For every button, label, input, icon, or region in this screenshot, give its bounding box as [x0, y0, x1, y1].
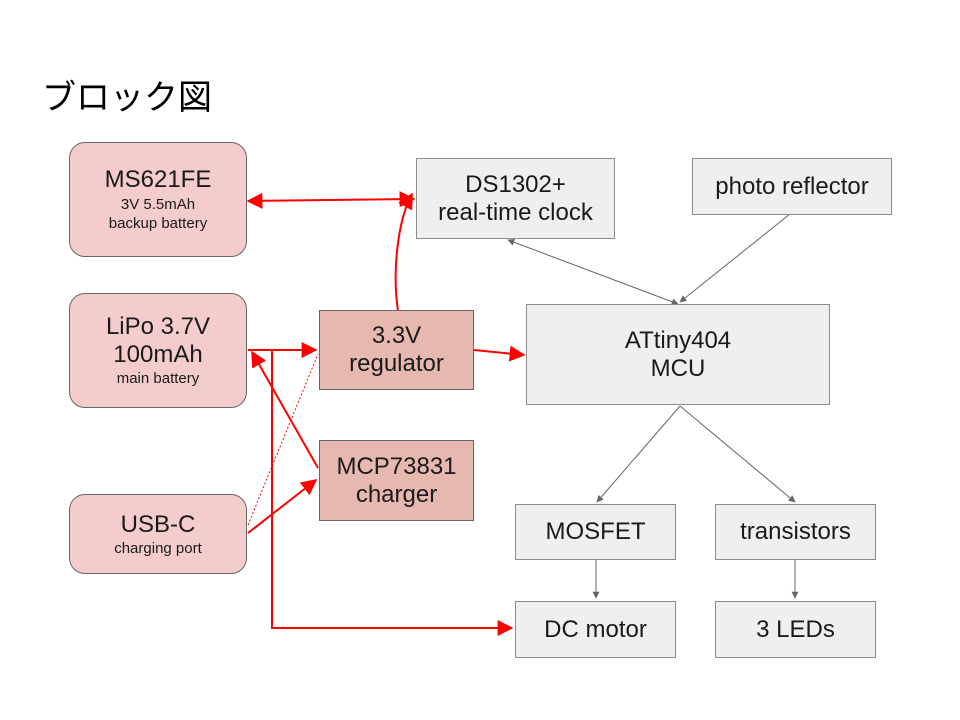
- node-rtc: DS1302+ real-time clock: [416, 158, 615, 239]
- wire-backup-rtc: [246, 191, 416, 209]
- node-label: DS1302+: [465, 170, 566, 198]
- node-mcu: ATtiny404 MCU: [526, 304, 830, 405]
- node-label: regulator: [349, 350, 444, 377]
- wire-photo-mcu: [679, 213, 791, 303]
- node-label: USB-C: [120, 510, 196, 538]
- node-label: photo reflector: [715, 172, 869, 200]
- node-regulator: 3.3V regulator: [319, 310, 474, 390]
- node-usb-c-port: USB-C charging port: [69, 494, 247, 574]
- node-label: MCP73831: [336, 452, 457, 480]
- node-label: 3 LEDs: [756, 615, 835, 643]
- node-label: real-time clock: [438, 198, 593, 226]
- node-sublabel: charging port: [114, 540, 202, 558]
- node-label: LiPo 3.7V: [105, 313, 211, 341]
- node-transistors: transistors: [715, 504, 876, 560]
- node-mosfet: MOSFET: [515, 504, 676, 560]
- node-photo-reflector: photo reflector: [692, 158, 892, 215]
- node-label: transistors: [740, 518, 851, 546]
- node-label: MOSFET: [545, 518, 646, 546]
- node-label: ATtiny404: [624, 326, 732, 354]
- node-sublabel: main battery: [116, 370, 200, 388]
- node-leds: 3 LEDs: [715, 601, 876, 658]
- wire-usbc-charger: [247, 479, 318, 534]
- wire-lipo-motor: [271, 350, 514, 636]
- node-label: 100mAh: [113, 340, 203, 368]
- page-title: ブロック図: [42, 78, 212, 118]
- node-charger: MCP73831 charger: [319, 440, 474, 521]
- wire-rtc-mcu: [507, 238, 679, 306]
- wire-usbc-regulator-dotted: [247, 353, 319, 526]
- wire-regulator-rtc: [394, 192, 413, 312]
- wire-mcu-transistors: [679, 405, 796, 503]
- node-label: charger: [355, 480, 438, 508]
- node-label: 3.3V: [371, 322, 422, 350]
- wire-charger-lipo: [251, 350, 319, 469]
- node-dc-motor: DC motor: [515, 601, 676, 658]
- node-label: MCU: [650, 354, 706, 382]
- wire-mcu-mosfet: [596, 405, 681, 503]
- wire-regulator-mcu: [473, 345, 526, 362]
- node-label: MS621FE: [104, 166, 212, 194]
- node-label: DC motor: [544, 615, 647, 643]
- node-main-battery: LiPo 3.7V 100mAh main battery: [69, 293, 247, 408]
- node-backup-battery: MS621FE 3V 5.5mAh backup battery: [69, 142, 247, 257]
- node-sublabel: backup battery: [108, 215, 208, 233]
- node-sublabel: 3V 5.5mAh: [120, 196, 196, 214]
